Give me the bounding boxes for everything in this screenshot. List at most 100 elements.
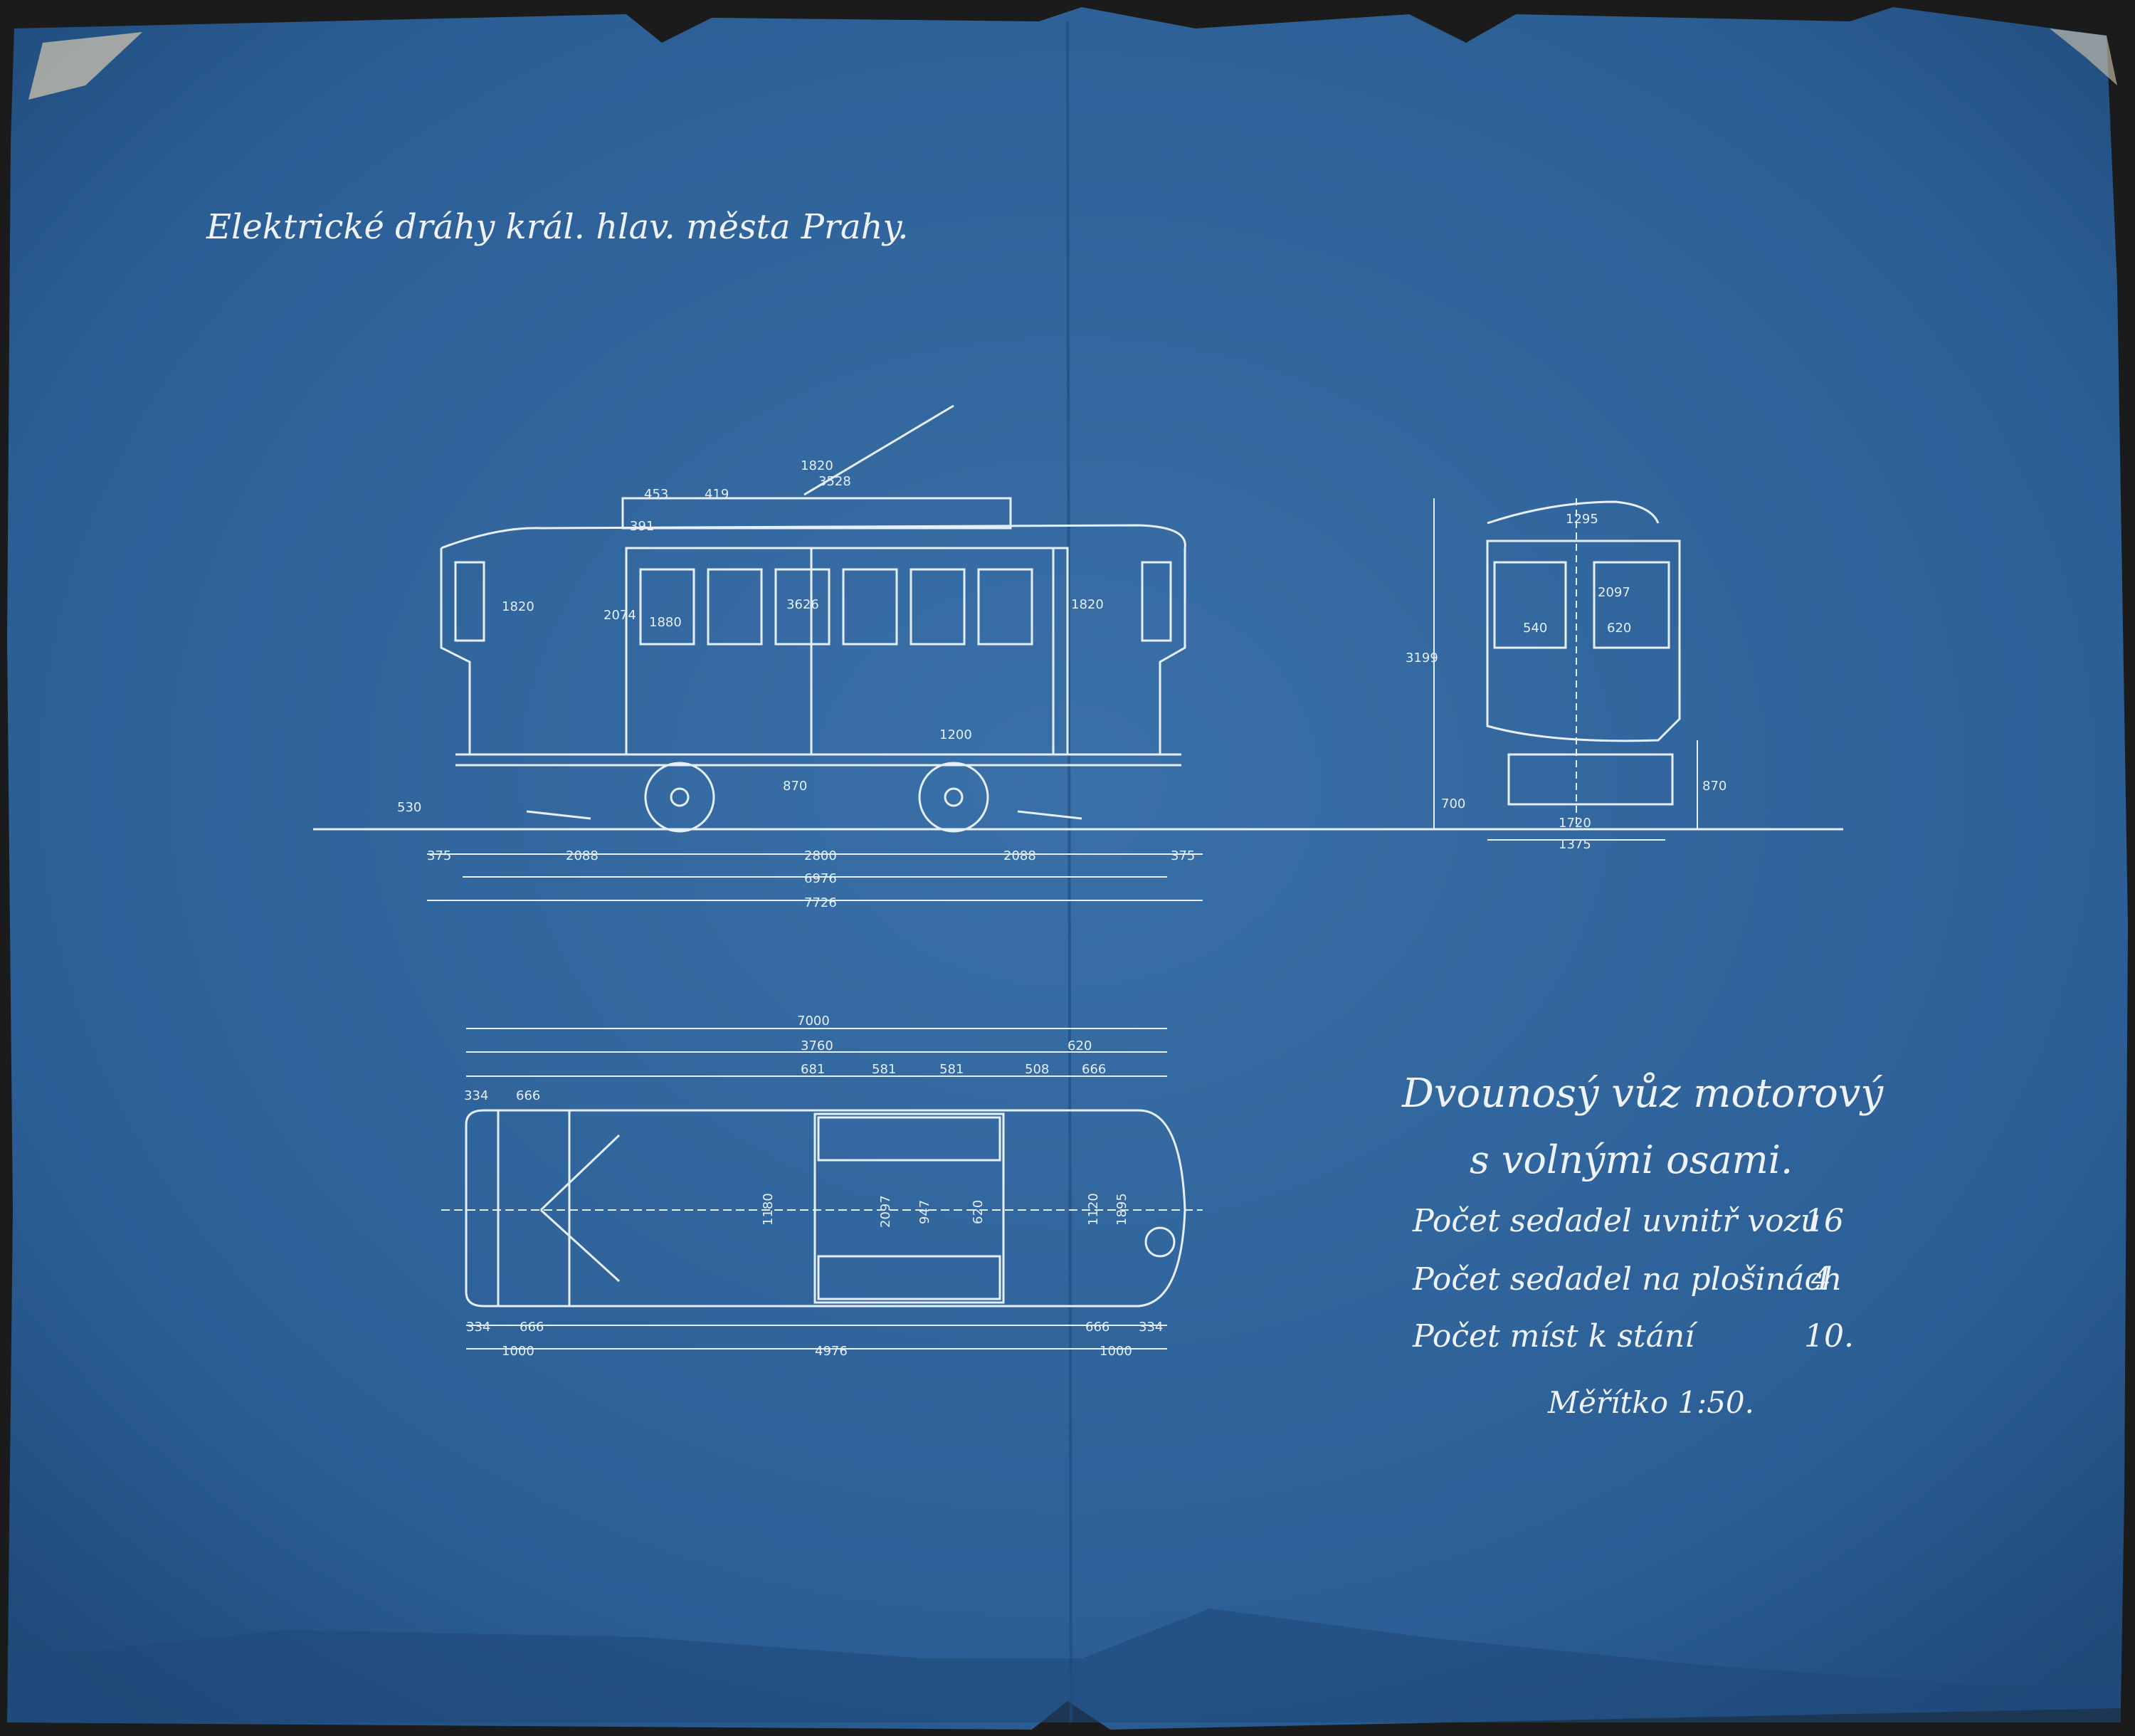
plan-dim-1000-right: 1000 — [1100, 1344, 1132, 1359]
info-row-2-value: 4 — [1810, 1261, 1831, 1298]
end-dim-1295: 1295 — [1566, 512, 1598, 527]
end-dim-3199: 3199 — [1406, 651, 1438, 666]
plan-dim-4976: 4976 — [815, 1344, 848, 1359]
plan-inner-947: 947 — [917, 1200, 932, 1224]
side-dim-2800: 2800 — [804, 848, 837, 863]
plan-dim-508: 508 — [1025, 1062, 1049, 1077]
end-roof — [1487, 500, 1660, 525]
side-dim-375-right: 375 — [1171, 848, 1195, 863]
wheel-right-hub — [944, 787, 964, 807]
window-left-end — [454, 561, 485, 642]
plan-dim-666-bottom-right: 666 — [1085, 1320, 1109, 1335]
end-dim-700: 700 — [1441, 796, 1465, 811]
plan-inner-1180: 1180 — [761, 1193, 776, 1226]
end-window-left — [1493, 561, 1567, 649]
plan-brake-wheel — [1144, 1226, 1176, 1258]
side-dim-1880: 1880 — [649, 615, 682, 630]
side-dim-roof-3528: 3528 — [818, 474, 851, 489]
plan-dim-666b: 666 — [516, 1088, 540, 1103]
plan-inner-620: 620 — [971, 1200, 986, 1224]
plan-inner-1120: 1120 — [1086, 1193, 1101, 1226]
shadow-bottom — [14, 1609, 2121, 1722]
window-5 — [910, 568, 966, 646]
info-row-2-label: Počet sedadel na plošinách — [1412, 1261, 1842, 1298]
side-roof — [441, 524, 1186, 549]
lifeguard-right — [1017, 810, 1082, 820]
lifeguard-left — [526, 810, 591, 820]
side-dim-total: 7726 — [804, 895, 837, 910]
company-title: Elektrické dráhy král. hlav. města Prahy… — [206, 207, 909, 247]
plan-dim-334-bottom-right: 334 — [1139, 1320, 1163, 1335]
plan-view — [441, 1028, 1203, 1350]
window-3 — [774, 568, 831, 646]
wheel-left — [644, 762, 715, 833]
plan-dim-334a: 334 — [464, 1088, 488, 1103]
end-body — [1486, 540, 1681, 742]
plan-dim-3760: 3760 — [801, 1038, 833, 1053]
info-title-line1: Dvounosý vůz motorový — [1401, 1070, 1884, 1117]
window-4 — [842, 568, 898, 646]
side-view — [313, 404, 1843, 901]
info-title-line2: s volnými osami. — [1470, 1137, 1793, 1182]
info-row-3-label: Počet míst k stání — [1412, 1318, 1698, 1354]
end-dim-1720: 1720 — [1559, 816, 1591, 831]
torn-edge-right — [2050, 28, 2117, 85]
plan-dim-666-bottom-left: 666 — [520, 1320, 544, 1335]
plan-dim-7000: 7000 — [797, 1014, 830, 1029]
info-block: Dvounosý vůz motorový s volnými osami. P… — [1401, 1070, 1884, 1420]
side-dim-1820-right: 1820 — [1071, 597, 1104, 612]
side-dim-1200: 1200 — [939, 727, 972, 742]
plan-dim-581b: 581 — [939, 1062, 964, 1077]
plan-inner-1895: 1895 — [1114, 1193, 1129, 1226]
end-view-dims: 3199 2097 540 620 1295 1720 1375 700 870 — [1406, 512, 1727, 852]
side-dim-530: 530 — [397, 800, 421, 815]
plan-brace-1 — [539, 1134, 621, 1211]
side-view-dims: 375 2088 2800 2088 375 6976 7726 1820 35… — [397, 458, 1195, 910]
side-dim-870: 870 — [783, 779, 807, 794]
info-row-3-value: 10. — [1804, 1318, 1854, 1354]
info-row-1-label: Počet sedadel uvnitř vozu — [1412, 1203, 1820, 1239]
window-2 — [707, 568, 763, 646]
plan-body — [813, 1112, 1005, 1304]
end-truck — [1507, 753, 1674, 806]
side-dim-roof-453: 453 — [644, 487, 668, 502]
plan-bench-top — [817, 1116, 1001, 1162]
end-view — [1433, 498, 1698, 841]
window-6 — [977, 568, 1033, 646]
fold-line — [1066, 21, 1072, 1723]
trolley-pole — [803, 404, 954, 496]
side-dim-roof-391: 391 — [630, 519, 654, 534]
info-scale: Měřítko 1:50. — [1547, 1385, 1754, 1420]
end-dim-870: 870 — [1702, 779, 1727, 794]
info-row-1-value: 16 — [1804, 1203, 1844, 1239]
end-dim-2097: 2097 — [1598, 585, 1630, 600]
side-roof-lantern — [621, 497, 1012, 530]
wheel-right — [918, 762, 989, 833]
end-dim-540: 540 — [1523, 621, 1547, 636]
window-1 — [639, 568, 695, 646]
plan-dim-1000-left: 1000 — [502, 1344, 534, 1359]
end-dim-620: 620 — [1607, 621, 1631, 636]
side-dim-2074: 2074 — [603, 608, 636, 623]
torn-edge-top — [28, 32, 142, 100]
side-dim-1820-left: 1820 — [502, 599, 534, 614]
side-dim-3626: 3626 — [786, 597, 819, 612]
wheel-left-hub — [670, 787, 690, 807]
end-dim-1375: 1375 — [1559, 837, 1591, 852]
plan-dim-581a: 581 — [872, 1062, 896, 1077]
plan-dim-681: 681 — [801, 1062, 825, 1077]
window-right-end — [1141, 561, 1172, 642]
plan-bench-bottom — [817, 1255, 1001, 1300]
side-dim-2088-left: 2088 — [566, 848, 599, 863]
plan-platform-left — [497, 1109, 571, 1308]
plan-dim-334-bottom: 334 — [466, 1320, 490, 1335]
side-dim-roof-419: 419 — [705, 487, 729, 502]
plan-dim-620: 620 — [1068, 1038, 1092, 1053]
side-dim-wheelbase: 6976 — [804, 871, 837, 886]
side-dim-2088-right: 2088 — [1003, 848, 1036, 863]
plan-inner-2097: 2097 — [878, 1195, 893, 1228]
end-window-right — [1593, 561, 1670, 649]
paper-sheet — [7, 7, 2128, 1730]
side-dim-375-left: 375 — [427, 848, 451, 863]
